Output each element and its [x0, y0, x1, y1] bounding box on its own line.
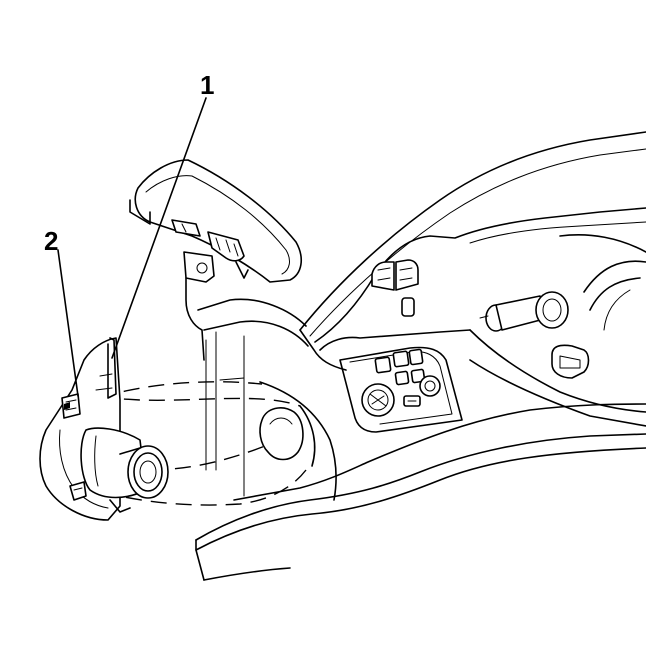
switch-3 [408, 348, 424, 366]
console-body [129, 159, 646, 581]
callout-2: 2 [44, 226, 58, 256]
switch-1 [374, 356, 392, 374]
switch-5 [410, 368, 426, 384]
callout-1: 1 [200, 70, 214, 100]
instrument-panel [299, 131, 646, 427]
leader-line-1 [111, 97, 207, 359]
dash-slot [551, 344, 590, 379]
center-stack [319, 329, 471, 433]
leader-line-2 [57, 249, 79, 397]
steering-column-stalk [479, 291, 569, 332]
leader-lines [57, 97, 207, 397]
power-outlet-socket [80, 427, 169, 513]
switch-2 [392, 350, 410, 368]
rotary-knob-right [419, 375, 441, 397]
switch-4 [394, 370, 410, 386]
